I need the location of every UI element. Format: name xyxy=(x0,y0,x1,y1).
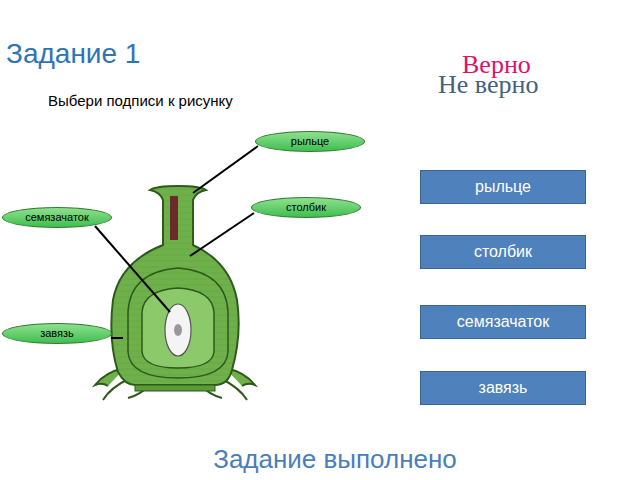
node-text: завязь xyxy=(40,327,74,339)
pistil-texture xyxy=(111,186,238,385)
answer-button: завязь xyxy=(420,371,586,405)
ovary-cavity xyxy=(142,288,214,368)
answer-button: рыльце xyxy=(420,170,586,204)
node-text: рыльце xyxy=(291,135,329,147)
pistil-outline xyxy=(111,186,238,385)
leader-lines xyxy=(95,146,258,338)
done-note: Задание выполнено xyxy=(213,444,457,475)
part-label-oval: завязь xyxy=(2,323,112,344)
node-text: семязачаток xyxy=(457,313,549,331)
node-text: рыльце xyxy=(475,178,531,196)
instruction: Выбери подписи к рисунку xyxy=(48,92,233,109)
wrong-note: Не верно xyxy=(438,70,538,100)
answer-button: столбик xyxy=(420,235,586,269)
node-text: семязачаток xyxy=(25,211,89,223)
node-text: завязь xyxy=(479,379,528,397)
slide-title: Задание 1 xyxy=(6,38,140,70)
node-text: столбик xyxy=(474,243,532,261)
part-label-oval: столбик xyxy=(251,197,361,218)
ovary-wall xyxy=(128,268,228,378)
part-label-oval: семязачаток xyxy=(2,207,112,228)
ovule-core xyxy=(174,324,182,336)
receptacle xyxy=(135,385,215,391)
stigma-canal xyxy=(170,196,178,240)
answer-button: семязачаток xyxy=(420,305,586,339)
part-label-oval: рыльце xyxy=(255,131,365,152)
node-text: столбик xyxy=(286,201,326,213)
